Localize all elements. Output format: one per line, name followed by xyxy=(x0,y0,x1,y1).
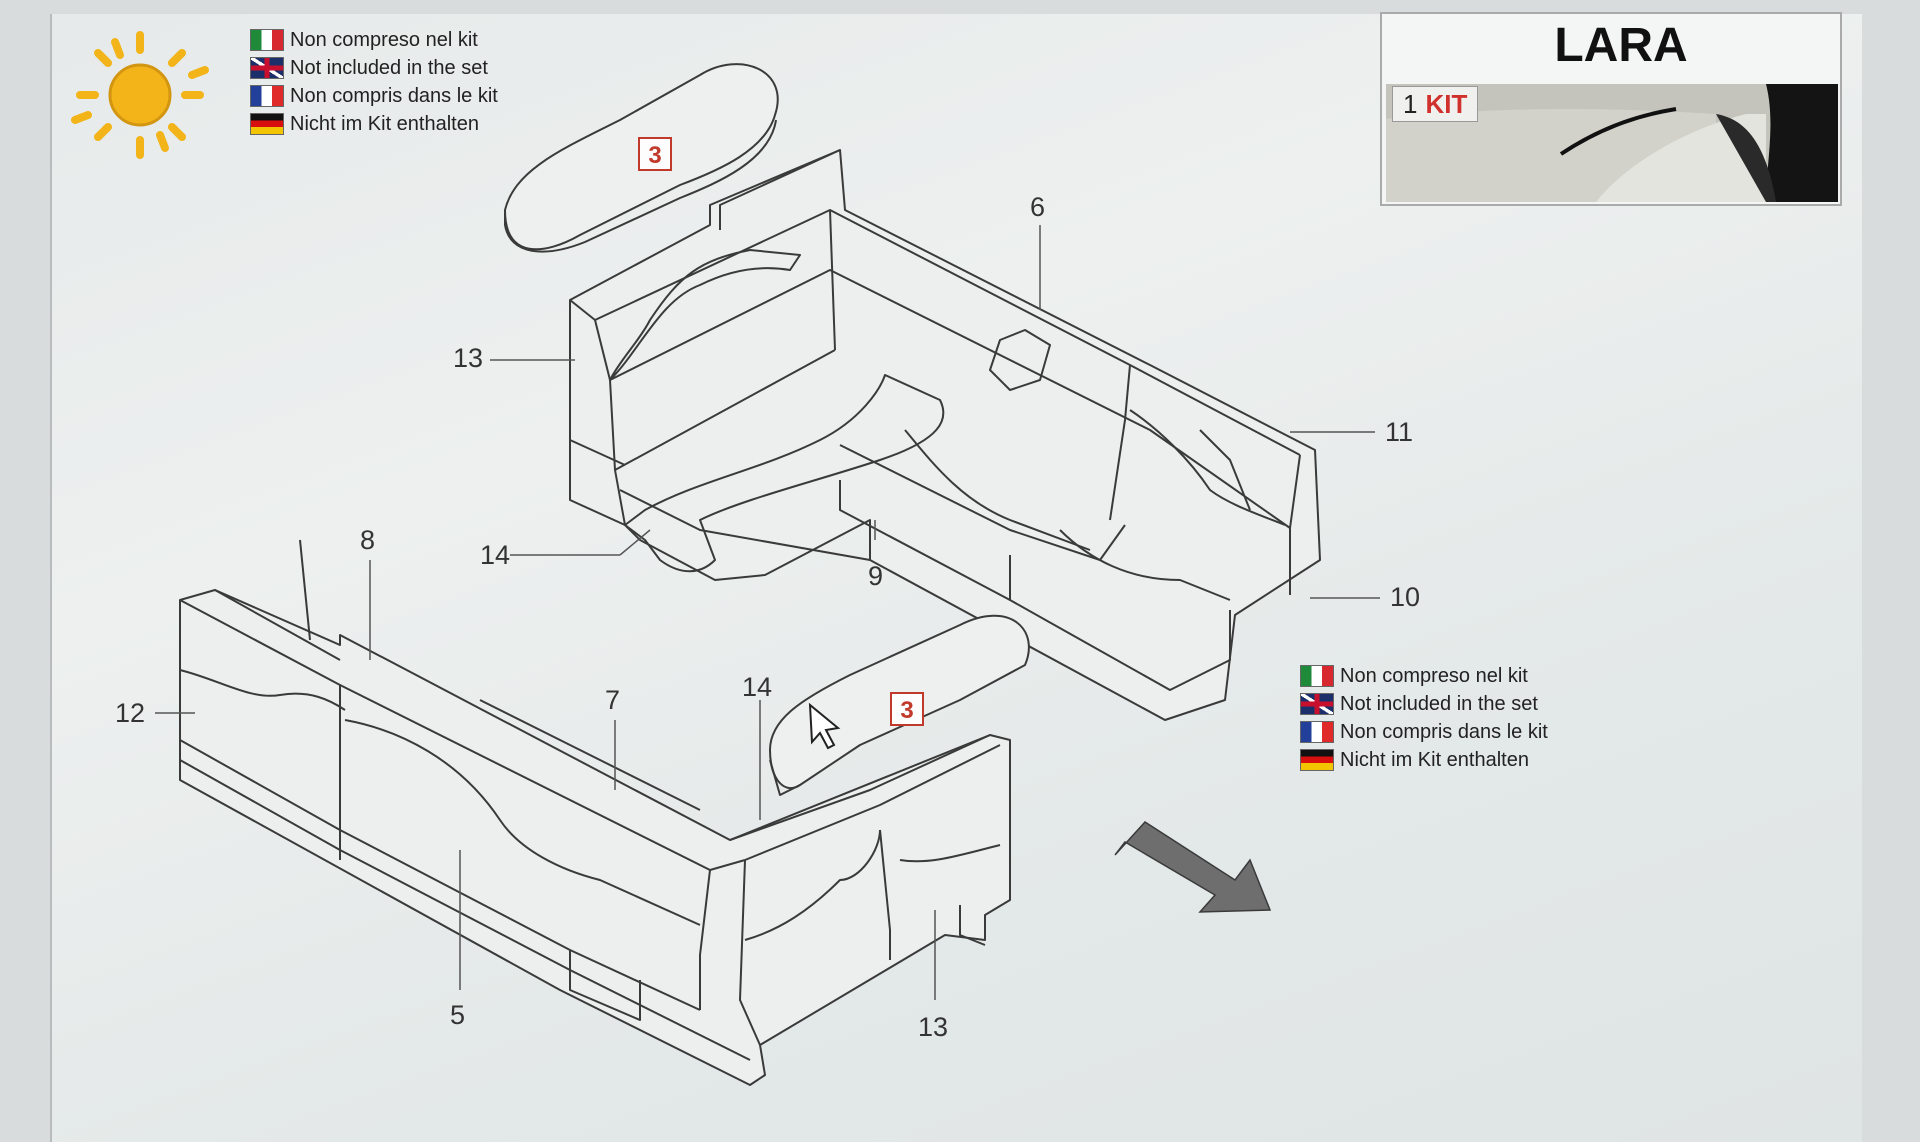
legend-bottom: Non compreso nel kit Not included in the… xyxy=(1300,662,1548,774)
flag-uk-icon xyxy=(1300,693,1334,715)
legend-text: Not included in the set xyxy=(1340,693,1538,715)
part-number: 14 xyxy=(742,672,773,702)
flag-germany-icon xyxy=(250,113,284,135)
kit-label: KIT xyxy=(1425,89,1468,119)
part-number: 12 xyxy=(115,698,146,728)
part-number: 11 xyxy=(1385,417,1414,447)
legend-top: Non compreso nel kit Not included in the… xyxy=(250,26,498,138)
part-number: 7 xyxy=(605,685,621,715)
legend-text: Nicht im Kit enthalten xyxy=(290,113,479,135)
legend-item-it: Non compreso nel kit xyxy=(250,26,498,54)
part-number: 13 xyxy=(453,343,484,373)
flag-uk-icon xyxy=(250,57,284,79)
part-label-3: 3 xyxy=(890,692,924,726)
flag-france-icon xyxy=(1300,721,1334,743)
part-number: 9 xyxy=(868,561,884,591)
legend-item-de: Nicht im Kit enthalten xyxy=(250,110,498,138)
flag-germany-icon xyxy=(1300,749,1334,771)
legend-item-de: Nicht im Kit enthalten xyxy=(1300,746,1548,774)
part-number: 5 xyxy=(450,1000,466,1030)
part-number: 14 xyxy=(480,540,511,570)
kit-number: 1 xyxy=(1403,89,1418,119)
part-number: 13 xyxy=(918,1012,949,1042)
legend-item-fr: Non compris dans le kit xyxy=(1300,718,1548,746)
legend-item-uk: Not included in the set xyxy=(1300,690,1548,718)
legend-item-fr: Non compris dans le kit xyxy=(250,82,498,110)
arrow-icon xyxy=(1114,821,1272,913)
legend-item-uk: Not included in the set xyxy=(250,54,498,82)
part-number: 10 xyxy=(1390,582,1421,612)
flag-italy-icon xyxy=(250,29,284,51)
legend-text: Non compris dans le kit xyxy=(1340,721,1548,743)
sun-icon xyxy=(71,31,209,159)
cursor-icon xyxy=(808,702,841,750)
flag-italy-icon xyxy=(1300,665,1334,687)
legend-text: Not included in the set xyxy=(290,57,488,79)
legend-item-it: Non compreso nel kit xyxy=(1300,662,1548,690)
legend-text: Non compreso nel kit xyxy=(1340,665,1528,687)
flag-france-icon xyxy=(250,85,284,107)
part-number: 8 xyxy=(360,525,376,555)
legend-text: Non compris dans le kit xyxy=(290,85,498,107)
model-name: LARA xyxy=(1554,19,1688,72)
legend-text: Non compreso nel kit xyxy=(290,29,478,51)
part-number: 6 xyxy=(1030,192,1046,222)
part-label-3: 3 xyxy=(638,137,672,171)
legend-text: Nicht im Kit enthalten xyxy=(1340,749,1529,771)
